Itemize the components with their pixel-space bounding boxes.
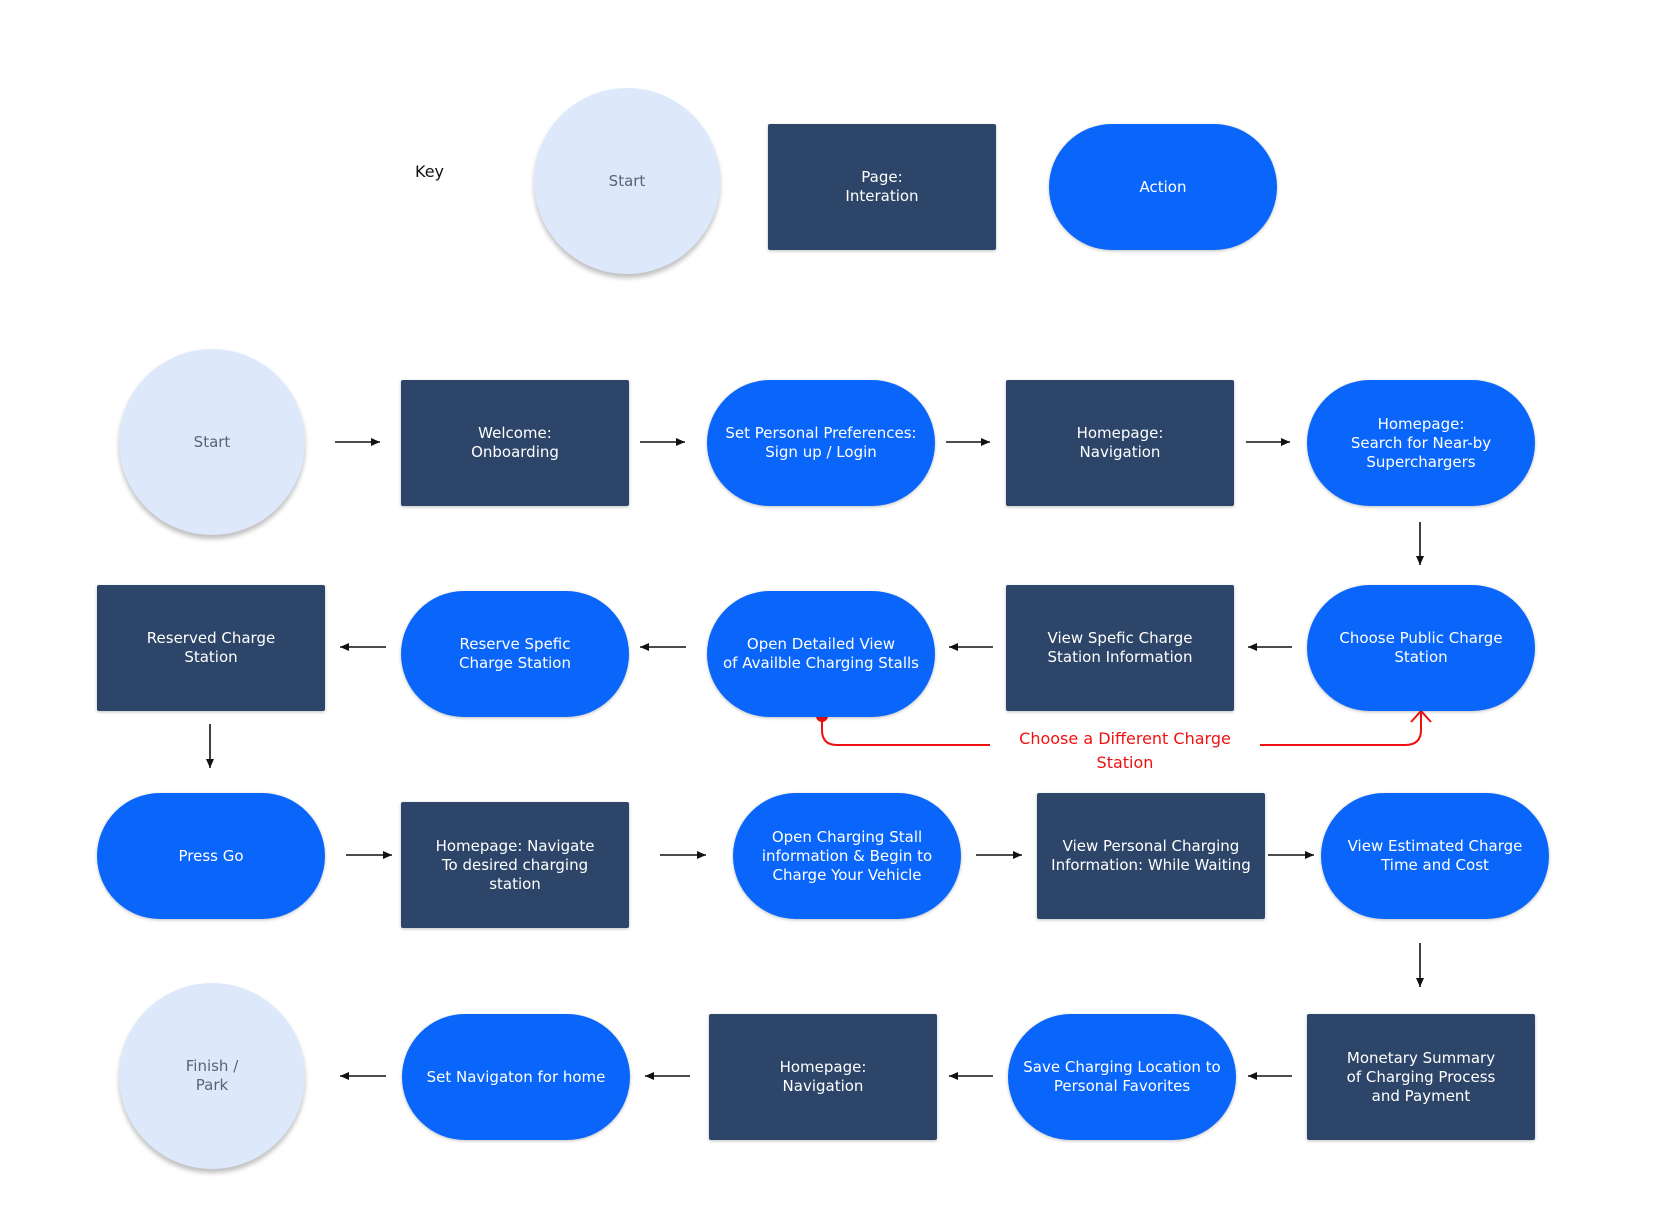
- open-detailed-view-action[interactable]: Open Detailed View of Availble Charging …: [707, 591, 935, 717]
- key-label: Key: [415, 162, 445, 181]
- monetary-summary-page[interactable]: Monetary Summary of Charging Process and…: [1307, 1014, 1535, 1140]
- set-navigation-home-action[interactable]: Set Navigaton for home: [402, 1014, 630, 1140]
- key-page: Page: Interation: [768, 124, 996, 250]
- open-charging-stall-action[interactable]: Open Charging Stall information & Begin …: [733, 793, 961, 919]
- homepage-navigation-page[interactable]: Homepage: Navigation: [1006, 380, 1234, 506]
- view-station-information-page[interactable]: View Spefic Charge Station Information: [1006, 585, 1234, 711]
- press-go-action[interactable]: Press Go: [97, 793, 325, 919]
- save-location-favorites-action[interactable]: Save Charging Location to Personal Favor…: [1008, 1014, 1236, 1140]
- choose-different-station-label: Choose a Different Charge Station: [990, 727, 1260, 772]
- welcome-onboarding-page[interactable]: Welcome: Onboarding: [401, 380, 629, 506]
- navigate-to-station-page[interactable]: Homepage: Navigate To desired charging s…: [401, 802, 629, 928]
- finish-node[interactable]: Finish / Park: [119, 983, 305, 1169]
- set-preferences-action[interactable]: Set Personal Preferences: Sign up / Logi…: [707, 380, 935, 506]
- start-node[interactable]: Start: [119, 349, 305, 535]
- key-action: Action: [1049, 124, 1277, 250]
- reserve-charge-station-action[interactable]: Reserve Spefic Charge Station: [401, 591, 629, 717]
- key-start: Start: [534, 88, 720, 274]
- loop-arrowhead: [1410, 709, 1432, 723]
- view-personal-charging-page[interactable]: View Personal Charging Information: Whil…: [1037, 793, 1265, 919]
- choose-public-station-action[interactable]: Choose Public Charge Station: [1307, 585, 1535, 711]
- reserved-charge-station-page[interactable]: Reserved Charge Station: [97, 585, 325, 711]
- homepage-navigation-page-2[interactable]: Homepage: Navigation: [709, 1014, 937, 1140]
- view-estimated-charge-action[interactable]: View Estimated Charge Time and Cost: [1321, 793, 1549, 919]
- search-superchargers-action[interactable]: Homepage: Search for Near-by Supercharge…: [1307, 380, 1535, 506]
